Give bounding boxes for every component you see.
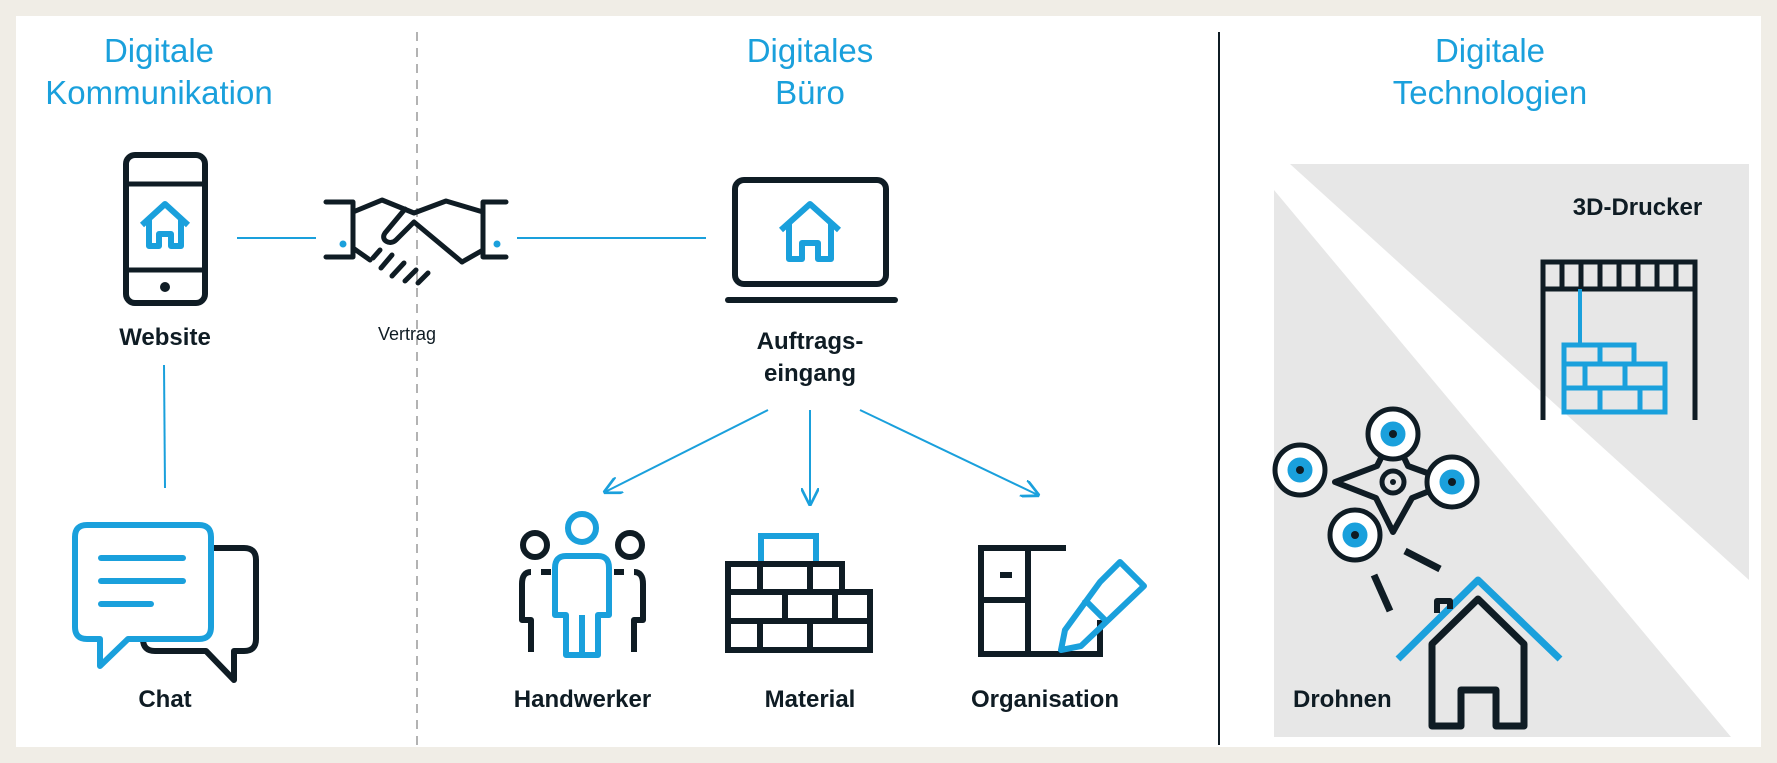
arrow-to-organisation xyxy=(859,409,1038,495)
heading-line: Digitale xyxy=(103,32,215,69)
label-3d-drucker: 3D-Drucker xyxy=(1572,194,1703,221)
label-handwerker: Handwerker xyxy=(513,686,652,713)
3d-printer-icon xyxy=(1540,259,1698,420)
house-icon xyxy=(1395,576,1563,730)
label-material: Material xyxy=(764,686,856,713)
chat-bubbles-icon xyxy=(72,522,259,683)
drone-signal-dashes xyxy=(1370,547,1442,613)
technology-panel xyxy=(1290,164,1749,580)
heading-line: Büro xyxy=(775,74,845,111)
handshake-icon xyxy=(323,197,509,286)
heading-line: Kommunikation xyxy=(45,74,273,111)
label-line: Auftrags- xyxy=(756,328,864,355)
heading-technologien: Digitale Technologien xyxy=(1360,30,1620,114)
label-organisation: Organisation xyxy=(970,686,1120,713)
laptop-home-icon xyxy=(725,177,898,303)
label-vertrag: Vertrag xyxy=(378,324,437,344)
heading-line: Digitales xyxy=(746,32,874,69)
heading-kommunikation: Digitale Kommunikation xyxy=(28,30,290,114)
label-website: Website xyxy=(119,324,211,351)
workers-icon xyxy=(519,511,646,658)
heading-buero: Digitales Büro xyxy=(660,30,960,114)
drone-icon xyxy=(1272,406,1480,563)
connector-website-chat xyxy=(163,364,166,489)
label-line: eingang xyxy=(763,360,856,387)
heading-line: Digitale xyxy=(1434,32,1546,69)
floorplan-pencil-icon xyxy=(978,545,1147,657)
label-drohnen: Drohnen xyxy=(1293,686,1392,713)
smartphone-home-icon xyxy=(123,152,208,306)
heading-line: Technologien xyxy=(1392,74,1588,111)
label-chat: Chat xyxy=(138,686,192,713)
brick-wall-icon xyxy=(725,533,873,653)
arrow-to-handwerker xyxy=(605,409,769,492)
label-auftragseingang: Auftrags- eingang xyxy=(705,326,915,390)
